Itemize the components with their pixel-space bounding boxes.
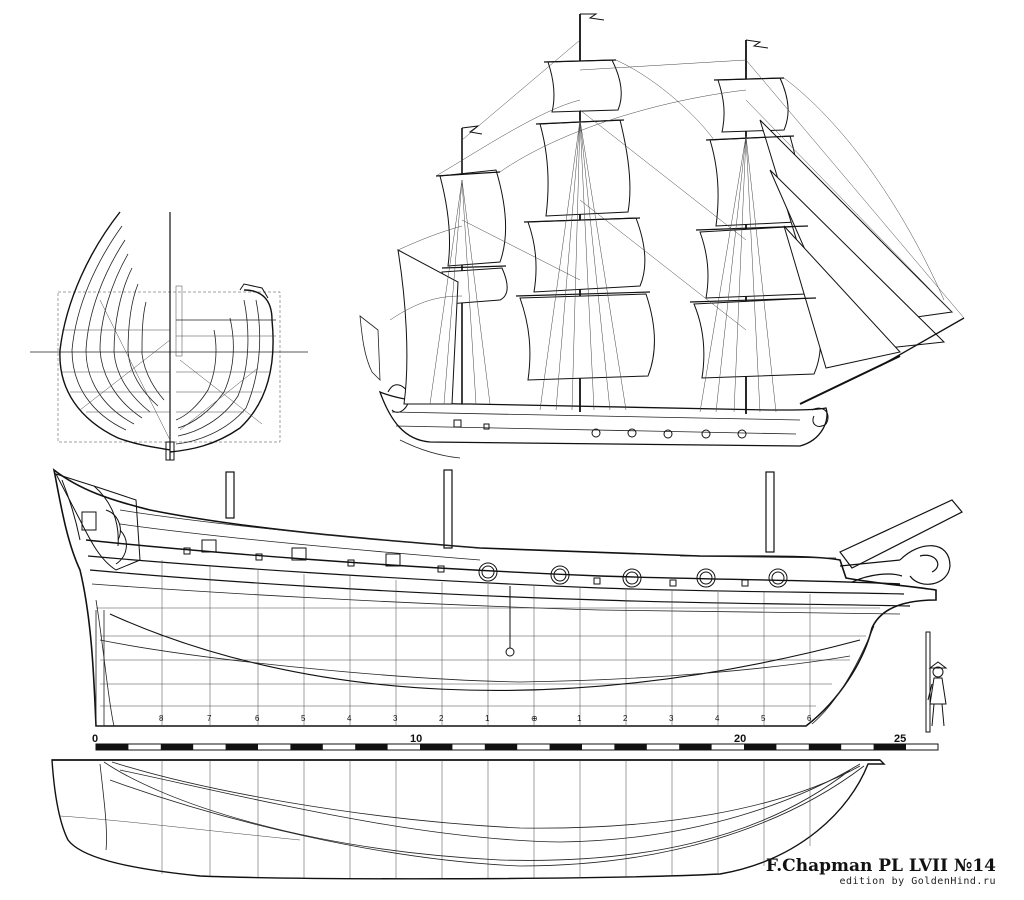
scale-segment [484,744,518,750]
station-label: 5 [761,714,766,723]
sheer-plan: 8 7 6 5 4 3 2 1 ⊕ 1 2 3 4 5 6 [52,468,963,727]
body-plan [30,211,308,461]
scale-segment [808,744,842,750]
station-label: ⊕ [531,714,538,723]
sail-plan [359,13,965,459]
station-label: 2 [623,714,628,723]
half-breadth-plan [51,759,886,880]
scale-label-0: 0 [92,733,98,745]
station-label: 8 [159,714,164,723]
scale-segment [96,744,129,750]
scale-label-20: 20 [734,733,746,745]
scale-figure [925,631,948,733]
scale-segment [679,744,712,750]
scale-label-10: 10 [410,733,422,745]
scale-segment [290,744,323,750]
station-label: 3 [393,714,398,723]
station-labels: 8 7 6 5 4 3 2 1 ⊕ 1 2 3 4 5 6 [159,714,812,723]
scale-bar: 0 10 20 25 [92,733,939,751]
scale-segment [614,744,647,750]
scale-segment [549,744,582,750]
station-label: 1 [485,714,490,723]
plate-title: F.Chapman PL LVII №14 [765,856,996,876]
scale-segment [225,744,258,750]
station-label: 2 [439,714,444,723]
scale-segment [873,744,906,750]
station-label: 5 [301,714,306,723]
station-label: 4 [715,714,720,723]
scale-label-25: 25 [894,733,906,745]
scale-segment [355,744,388,750]
station-label: 1 [577,714,582,723]
station-label: 6 [807,714,812,723]
scale-segment [420,744,453,750]
scale-segment [160,744,194,750]
station-label: 4 [347,714,352,723]
station-label: 3 [669,714,674,723]
station-label: 6 [255,714,260,723]
station-label: 7 [207,714,212,723]
plate-credit: edition by GoldenHind.ru [839,876,996,887]
scale-segment [744,744,777,750]
